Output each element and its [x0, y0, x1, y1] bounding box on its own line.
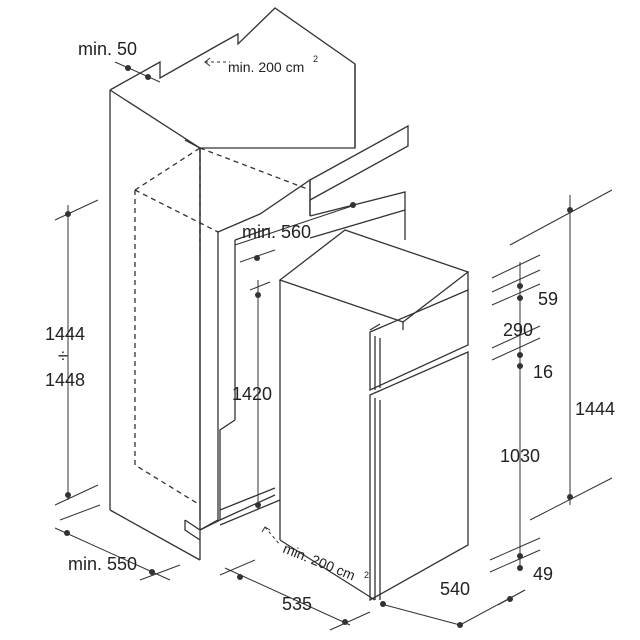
- label-freezer-door: 290: [503, 320, 533, 340]
- label-door-height: 1420: [232, 384, 272, 404]
- label-bottom-gap: 49: [533, 564, 553, 584]
- label-vent-bottom: min. 200 cm: [281, 540, 358, 583]
- label-min-width: min. 560: [242, 222, 311, 242]
- dimension-lines-right: [219, 189, 613, 631]
- label-min-top-gap: min. 50: [78, 39, 137, 59]
- label-fridge-door: 1030: [500, 446, 540, 466]
- label-vent-top-sup: 2: [313, 54, 318, 64]
- label-min-depth: min. 550: [68, 554, 137, 574]
- label-door-gap: 16: [533, 362, 553, 382]
- label-height-sep: ÷: [58, 346, 68, 366]
- dimension-lines-left: [54, 57, 356, 581]
- label-width: 535: [282, 594, 312, 614]
- label-top-gap: 59: [538, 289, 558, 309]
- cabinet-niche: [109, 7, 409, 561]
- label-height-min: 1444: [45, 324, 85, 344]
- label-height-max: 1448: [45, 370, 85, 390]
- label-vent-bottom-sup: 2: [364, 570, 369, 580]
- label-depth: 540: [440, 579, 470, 599]
- label-vent-top: min. 200 cm: [228, 59, 304, 75]
- label-total-height: 1444: [575, 399, 615, 419]
- refrigerator-appliance: [278, 229, 470, 602]
